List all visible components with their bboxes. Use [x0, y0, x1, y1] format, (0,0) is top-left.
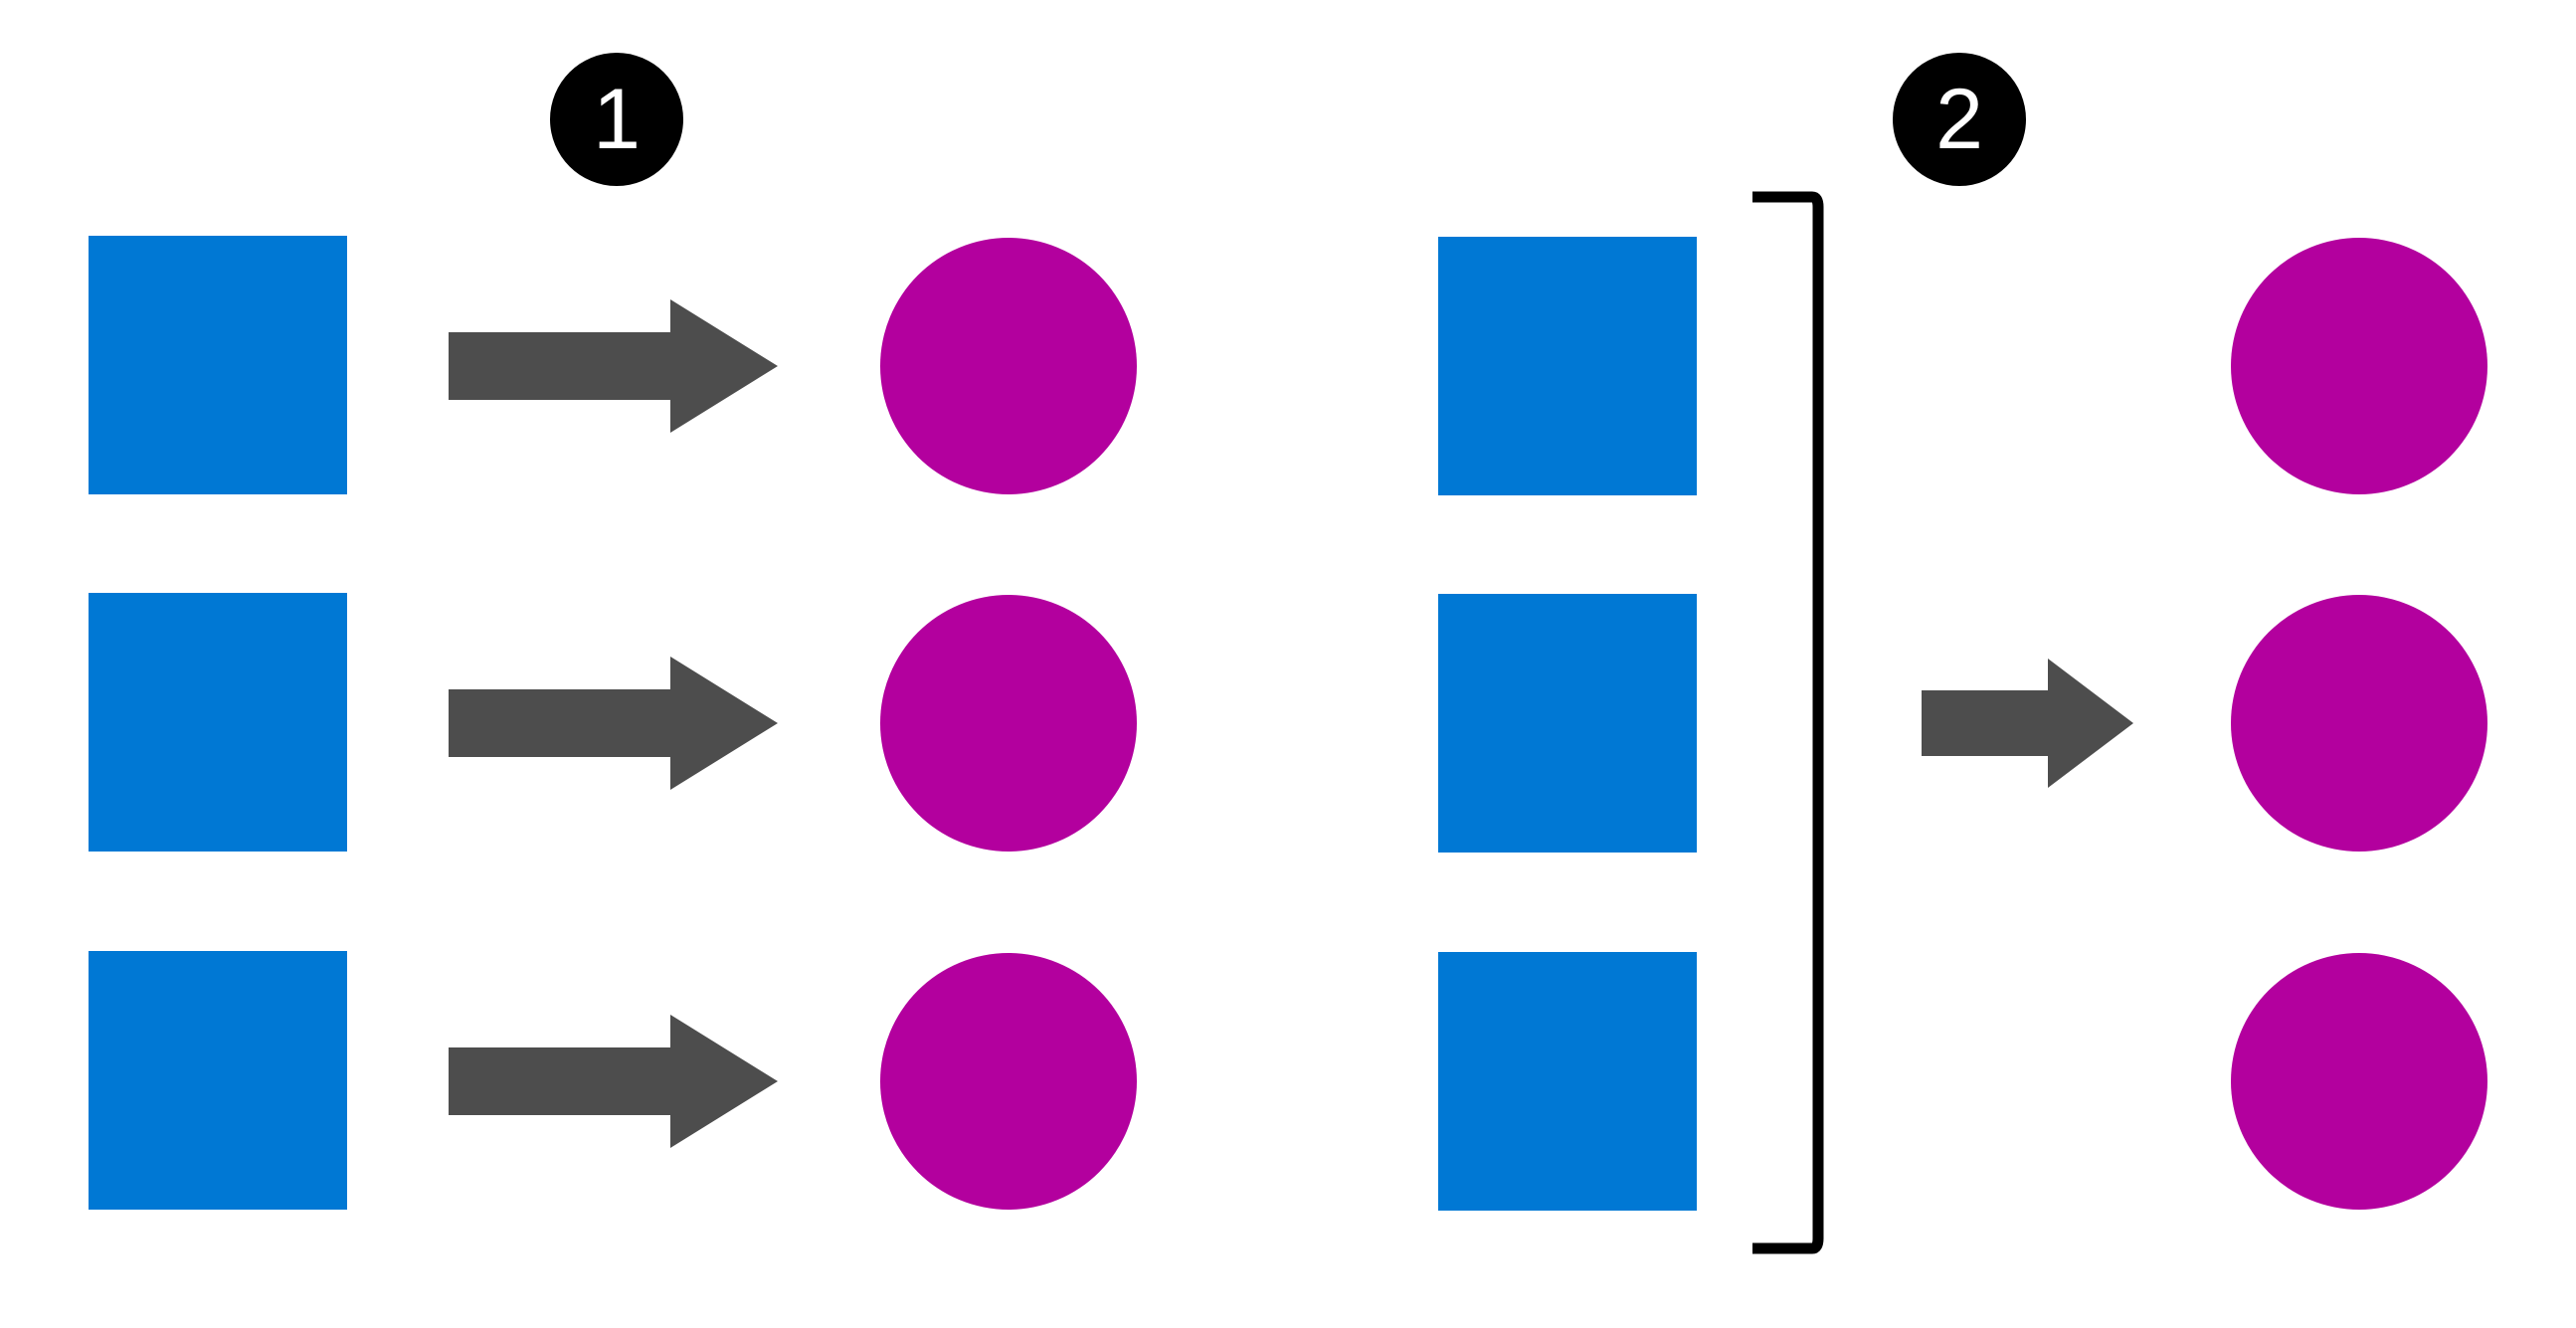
- step-badge-2-label: 2: [1935, 72, 1983, 167]
- source-square[interactable]: [1438, 952, 1697, 1211]
- target-circle[interactable]: [880, 238, 1137, 494]
- target-circle[interactable]: [880, 595, 1137, 852]
- step-badge-1-label: 1: [593, 72, 641, 167]
- target-circle[interactable]: [880, 953, 1137, 1210]
- step-badge-1[interactable]: 1: [550, 53, 683, 186]
- mapping-arrow[interactable]: [449, 657, 778, 790]
- target-circle[interactable]: [2231, 238, 2487, 494]
- grouping-bracket: [1752, 191, 1824, 1254]
- mapping-arrow[interactable]: [1922, 659, 2133, 788]
- group-one-to-one: [89, 236, 1137, 1210]
- step-badge-2[interactable]: 2: [1893, 53, 2026, 186]
- source-square[interactable]: [1438, 594, 1697, 853]
- source-square[interactable]: [1438, 237, 1697, 495]
- group-many-to-one: [1438, 191, 2487, 1254]
- mapping-arrow[interactable]: [449, 1015, 778, 1148]
- mapping-arrow[interactable]: [449, 299, 778, 433]
- source-square[interactable]: [89, 593, 347, 852]
- target-circle[interactable]: [2231, 595, 2487, 852]
- source-square[interactable]: [89, 236, 347, 494]
- target-circle[interactable]: [2231, 953, 2487, 1210]
- source-square[interactable]: [89, 951, 347, 1210]
